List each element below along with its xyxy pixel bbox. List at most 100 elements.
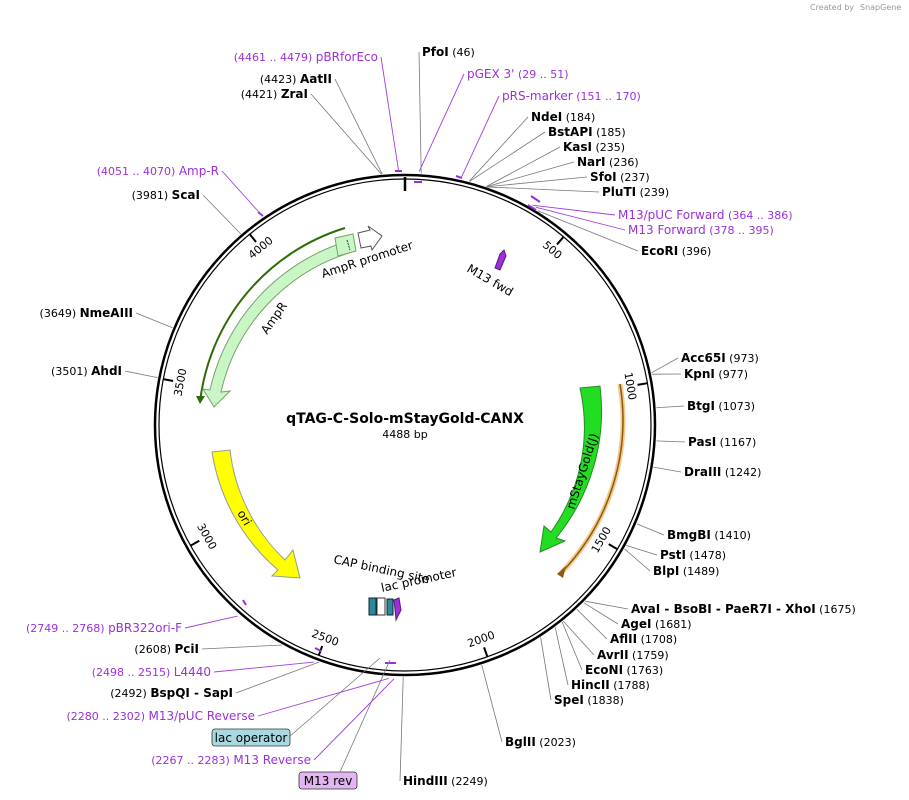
primer-label[interactable]: pRS-marker (151 .. 170): [502, 89, 641, 103]
restriction-site-label[interactable]: PasI (1167): [688, 435, 756, 449]
plasmid-name: qTAG-C-Solo-mStayGold-CANX: [286, 411, 524, 427]
restriction-site-label[interactable]: KasI (235): [563, 140, 625, 154]
ampr-outline-head: [196, 396, 205, 404]
ampr-arrow[interactable]: [202, 240, 353, 408]
restriction-site-label[interactable]: AvrII (1759): [597, 648, 669, 662]
ori-label: ori: [234, 508, 254, 529]
site-leader: [486, 161, 575, 188]
site-leader: [636, 523, 665, 536]
restriction-site-label[interactable]: (4423) AatII: [260, 72, 332, 86]
restriction-site-label[interactable]: SpeI (1838): [554, 693, 624, 707]
ori-arrow[interactable]: [211, 449, 301, 579]
primer-leader: [184, 615, 238, 629]
tick-mark: [608, 543, 618, 551]
primer-leader: [221, 170, 263, 216]
site-leader: [201, 644, 283, 650]
tick-mark: [556, 236, 565, 246]
plasmid-length: 4488 bp: [382, 428, 427, 441]
m13-fwd-label: M13 fwd: [465, 261, 516, 299]
mstaygold-arrow[interactable]: [539, 385, 603, 553]
site-leader: [651, 357, 679, 374]
site-labels: PfoI (46) NdeI (184)BstAPI (185)KasI (235…: [26, 45, 856, 788]
restriction-site-label[interactable]: (3981) ScaI: [132, 188, 200, 202]
site-leader: [487, 176, 588, 188]
site-leader: [135, 312, 173, 329]
primer-label[interactable]: M13/pUC Forward (364 .. 386): [618, 208, 793, 222]
m13-rev-tag[interactable]: [298, 771, 358, 790]
site-leader: [653, 466, 682, 473]
site-leader: [624, 548, 651, 572]
primer-label[interactable]: (2280 .. 2302) M13/pUC Reverse: [66, 709, 255, 723]
lac-promoter-box[interactable]: [376, 597, 386, 616]
tick-label: 500: [540, 238, 564, 261]
primer-leader: [532, 204, 616, 216]
restriction-site-label[interactable]: AflII (1708): [610, 632, 677, 646]
restriction-site-label[interactable]: SfoI (237): [590, 170, 650, 184]
site-leader: [537, 210, 639, 252]
tick-label: 4000: [246, 234, 276, 262]
restriction-site-label[interactable]: EcoNI (1763): [585, 663, 663, 677]
primer-label[interactable]: (4051 .. 4070) Amp-R: [97, 164, 219, 178]
restriction-site-label[interactable]: HincII (1788): [571, 678, 650, 692]
tick-mark: [637, 382, 648, 386]
mstaygold-label: mStayGold(J): [564, 431, 602, 510]
tick-mark: [163, 378, 174, 382]
primer-leader: [535, 206, 626, 231]
credit-prefix: Created by: [810, 3, 854, 12]
primer-leader: [380, 56, 400, 172]
primer-label[interactable]: (2749 .. 2768) pBR322ori-F: [26, 621, 182, 635]
site-leader: [487, 186, 600, 193]
credit-brand[interactable]: SnapGene: [860, 3, 901, 12]
restriction-site-label[interactable]: (4421) ZraI: [241, 87, 308, 101]
m13-rev-arrow[interactable]: [393, 597, 402, 622]
restriction-site-label[interactable]: (3649) NmeAIII: [40, 306, 133, 320]
restriction-site-label[interactable]: HindIII (2249): [403, 774, 488, 788]
restriction-site-label[interactable]: KpnI (977): [684, 367, 748, 381]
restriction-site-label[interactable]: BmgBI (1410): [667, 528, 751, 542]
lac-operator-label: lac operator: [215, 731, 288, 745]
restriction-site-label[interactable]: BstAPI (185): [548, 125, 626, 139]
tick-label: 3000: [194, 521, 219, 552]
cap-site-box[interactable]: [368, 597, 377, 616]
restriction-site-label[interactable]: BlpI (1489): [653, 564, 719, 578]
primer-label[interactable]: M13 Forward (378 .. 395): [628, 223, 774, 237]
site-leader: [202, 194, 242, 235]
restriction-site-label[interactable]: PluTI (239): [602, 185, 669, 199]
ampr-promoter-arrow[interactable]: [357, 225, 383, 252]
restriction-site-label[interactable]: AvaI - BsoBI - PaeR7I - XhoI (1675): [631, 602, 856, 616]
tick-mark: [248, 233, 257, 243]
lac-operator-box[interactable]: [386, 598, 394, 616]
restriction-site-label[interactable]: PstI (1478): [660, 548, 726, 562]
m13-fwd-arrow[interactable]: [494, 249, 507, 271]
restriction-site-label[interactable]: Acc65I (973): [681, 351, 759, 365]
restriction-site-label[interactable]: BtgI (1073): [687, 399, 755, 413]
site-leader: [486, 146, 561, 187]
restriction-site-label[interactable]: (2492) BspQI - SapI: [110, 686, 233, 700]
primer-label[interactable]: (2267 .. 2283) M13 Reverse: [151, 753, 311, 767]
site-leader: [469, 131, 546, 182]
backbone-outer: [153, 173, 657, 677]
restriction-site-label[interactable]: BglII (2023): [505, 735, 576, 749]
site-leader: [656, 440, 686, 443]
restriction-site-label[interactable]: NdeI (184): [531, 110, 595, 124]
site-leader: [554, 627, 569, 686]
lac-operator-tag[interactable]: [211, 728, 291, 747]
primer-label[interactable]: (2498 .. 2515) L4440: [92, 665, 211, 679]
restriction-site-label[interactable]: NarI (236): [577, 155, 639, 169]
ampr-promoter-box[interactable]: [334, 233, 357, 257]
primer-label[interactable]: (4461 .. 4479) pBRforEco: [234, 50, 378, 64]
site-leader: [468, 116, 529, 182]
restriction-site-label[interactable]: AgeI (1681): [621, 617, 692, 631]
site-leader: [583, 602, 619, 625]
restriction-site-label[interactable]: (2608) PciI: [134, 642, 199, 656]
restriction-site-label[interactable]: DraIII (1242): [684, 465, 761, 479]
restriction-site-label[interactable]: (3501) AhdI: [51, 364, 122, 378]
restriction-site-label[interactable]: EcoRI (396): [641, 244, 711, 258]
tick-mark: [483, 647, 489, 658]
site-leader: [334, 78, 383, 175]
primer-label[interactable]: pGEX 3' (29 .. 51): [467, 67, 569, 81]
restriction-site-label[interactable]: PfoI (46): [422, 45, 475, 59]
m13-rev-label: M13 rev: [304, 774, 353, 788]
